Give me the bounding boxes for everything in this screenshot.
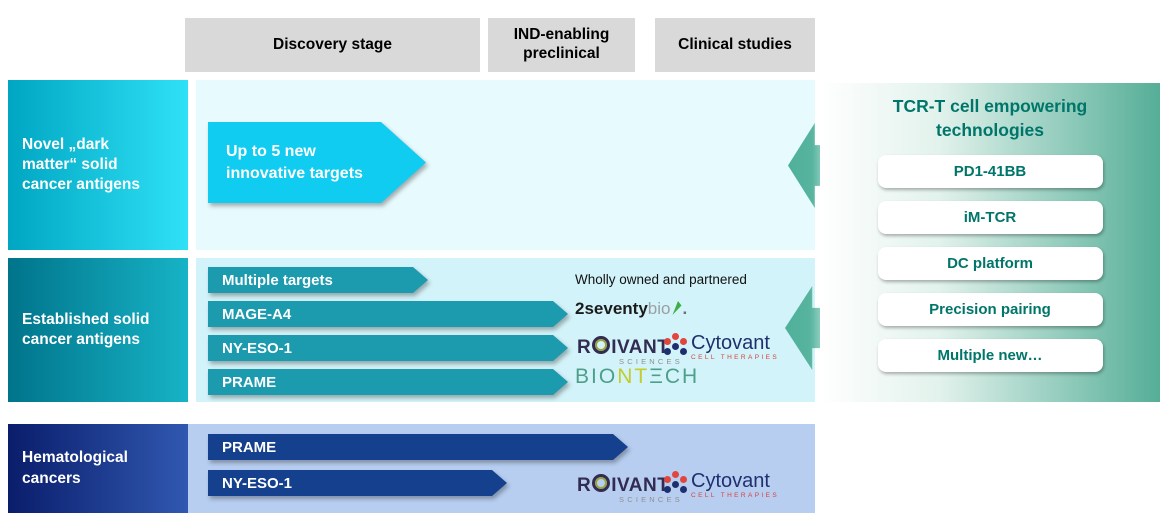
pipeline-arrow-innovative-targets: Up to 5 new innovative targets xyxy=(208,122,426,203)
logo-roivant-sciences: SCIENCES xyxy=(619,357,683,366)
logo-cytovant: Cytovant CELL THERAPIES xyxy=(663,471,779,500)
logo-cytovant-sub: CELL THERAPIES xyxy=(691,354,780,361)
arrow-shape: NY-ESO-1 xyxy=(208,470,507,496)
row-label-text: Established solid cancer antigens xyxy=(22,310,150,348)
pipeline-arrow-ny-eso-1-heme: NY-ESO-1 xyxy=(208,470,507,496)
header-column-label: Discovery stage xyxy=(273,35,392,53)
tech-pill-precision-pairing: Precision pairing xyxy=(877,293,1103,327)
pipeline-arrow-mage-a4: MAGE-A4 xyxy=(208,301,568,327)
row-label-novel-dark-matter: Novel „dark matter“ solid cancer antigen… xyxy=(8,80,188,250)
cytovant-dots-icon xyxy=(663,471,689,497)
arrow-shape: PRAME xyxy=(208,369,568,395)
logo-roivant: R IVANT SCIENCES xyxy=(577,474,683,504)
pipeline-arrow-prame-heme: PRAME xyxy=(208,434,628,460)
header-column-ind-enabling: IND-enabling preclinical xyxy=(488,18,635,72)
ownership-note: Wholly owned and partnered xyxy=(575,272,747,287)
arrow-label: PRAME xyxy=(222,373,277,391)
logo-cytovant-text: Cytovant CELL THERAPIES xyxy=(691,333,779,362)
row-label-text: Hematological cancers xyxy=(22,449,128,487)
logo-roivant-wordmark: R IVANT xyxy=(577,336,683,357)
cytovant-dots-icon xyxy=(663,333,689,359)
logo-roivant-r: R xyxy=(577,475,592,496)
row-label-established-solid: Established solid cancer antigens xyxy=(8,258,188,402)
logo-biontech-nt: NT xyxy=(617,365,650,388)
tech-panel-title: TCR-T cell empowering technologies xyxy=(892,96,1088,140)
tech-panel: TCR-T cell empowering technologies PD1-4… xyxy=(820,83,1160,402)
tech-pill-pd1-41bb: PD1-41BB xyxy=(877,155,1103,189)
row-label-hematological: Hematological cancers xyxy=(8,424,188,513)
roivant-o-ring-icon xyxy=(592,474,611,492)
pipeline-arrow-multiple-targets: Multiple targets xyxy=(208,267,428,293)
arrow-shape: PRAME xyxy=(208,434,628,460)
arrow-label: Multiple targets xyxy=(222,271,333,289)
logo-cytovant-name: Cytovant xyxy=(691,470,770,492)
arrow-label: Up to 5 new innovative targets xyxy=(226,142,363,182)
arrow-shape: NY-ESO-1 xyxy=(208,335,568,361)
arrow-label: MAGE-A4 xyxy=(222,305,292,323)
logo-roivant: R IVANT SCIENCES xyxy=(577,336,683,366)
roivant-o-ring-icon xyxy=(592,336,611,354)
arrow-label: NY-ESO-1 xyxy=(222,339,293,357)
arrow-label: PRAME xyxy=(222,438,277,456)
tech-pill-list: PD1-41BB iM-TCR DC platform Precision pa… xyxy=(877,155,1103,373)
header-column-label: Clinical studies xyxy=(678,35,792,53)
logo-cytovant-name: Cytovant xyxy=(691,332,770,354)
arrow-shape: MAGE-A4 xyxy=(208,301,568,327)
pipeline-arrow-ny-eso-1: NY-ESO-1 xyxy=(208,335,568,361)
logo-roivant-wordmark: R IVANT xyxy=(577,474,683,495)
header-column-clinical: Clinical studies xyxy=(655,18,815,72)
tech-pill-im-tcr: iM-TCR xyxy=(877,201,1103,235)
logo-biontech-ch: CH xyxy=(664,365,700,388)
tech-pill-dc-platform: DC platform xyxy=(877,247,1103,281)
logo-cytovant: Cytovant CELL THERAPIES xyxy=(663,333,779,362)
tech-pill-multiple-new: Multiple new… xyxy=(877,339,1103,373)
logo-2seventy-light: bio xyxy=(647,299,671,318)
logo-2seventy-bold: 2seventy xyxy=(575,299,648,318)
logo-roivant-sciences: SCIENCES xyxy=(619,495,683,504)
logo-2seventybio: 2seventybio. xyxy=(575,299,687,321)
green-flag-icon xyxy=(671,299,682,321)
logo-roivant-rest: IVANT xyxy=(611,337,670,358)
row-label-text: Novel „dark matter“ solid cancer antigen… xyxy=(22,135,141,194)
logo-biontech-e: Ξ xyxy=(649,365,665,388)
logo-biontech: BIONTΞCH xyxy=(575,366,699,387)
arrow-shape: Up to 5 new innovative targets xyxy=(208,122,426,203)
logo-2seventy-period: . xyxy=(682,299,688,318)
arrow-shape: Multiple targets xyxy=(208,267,428,293)
logo-cytovant-sub: CELL THERAPIES xyxy=(691,492,780,499)
header-column-discovery: Discovery stage xyxy=(185,18,480,72)
logo-roivant-r: R xyxy=(577,337,592,358)
logo-roivant-rest: IVANT xyxy=(611,475,670,496)
logo-biontech-bio: BIO xyxy=(575,365,618,388)
pipeline-arrow-prame: PRAME xyxy=(208,369,568,395)
arrow-label: NY-ESO-1 xyxy=(222,474,293,492)
logo-cytovant-text: Cytovant CELL THERAPIES xyxy=(691,471,779,500)
header-column-label: IND-enabling preclinical xyxy=(513,26,610,62)
